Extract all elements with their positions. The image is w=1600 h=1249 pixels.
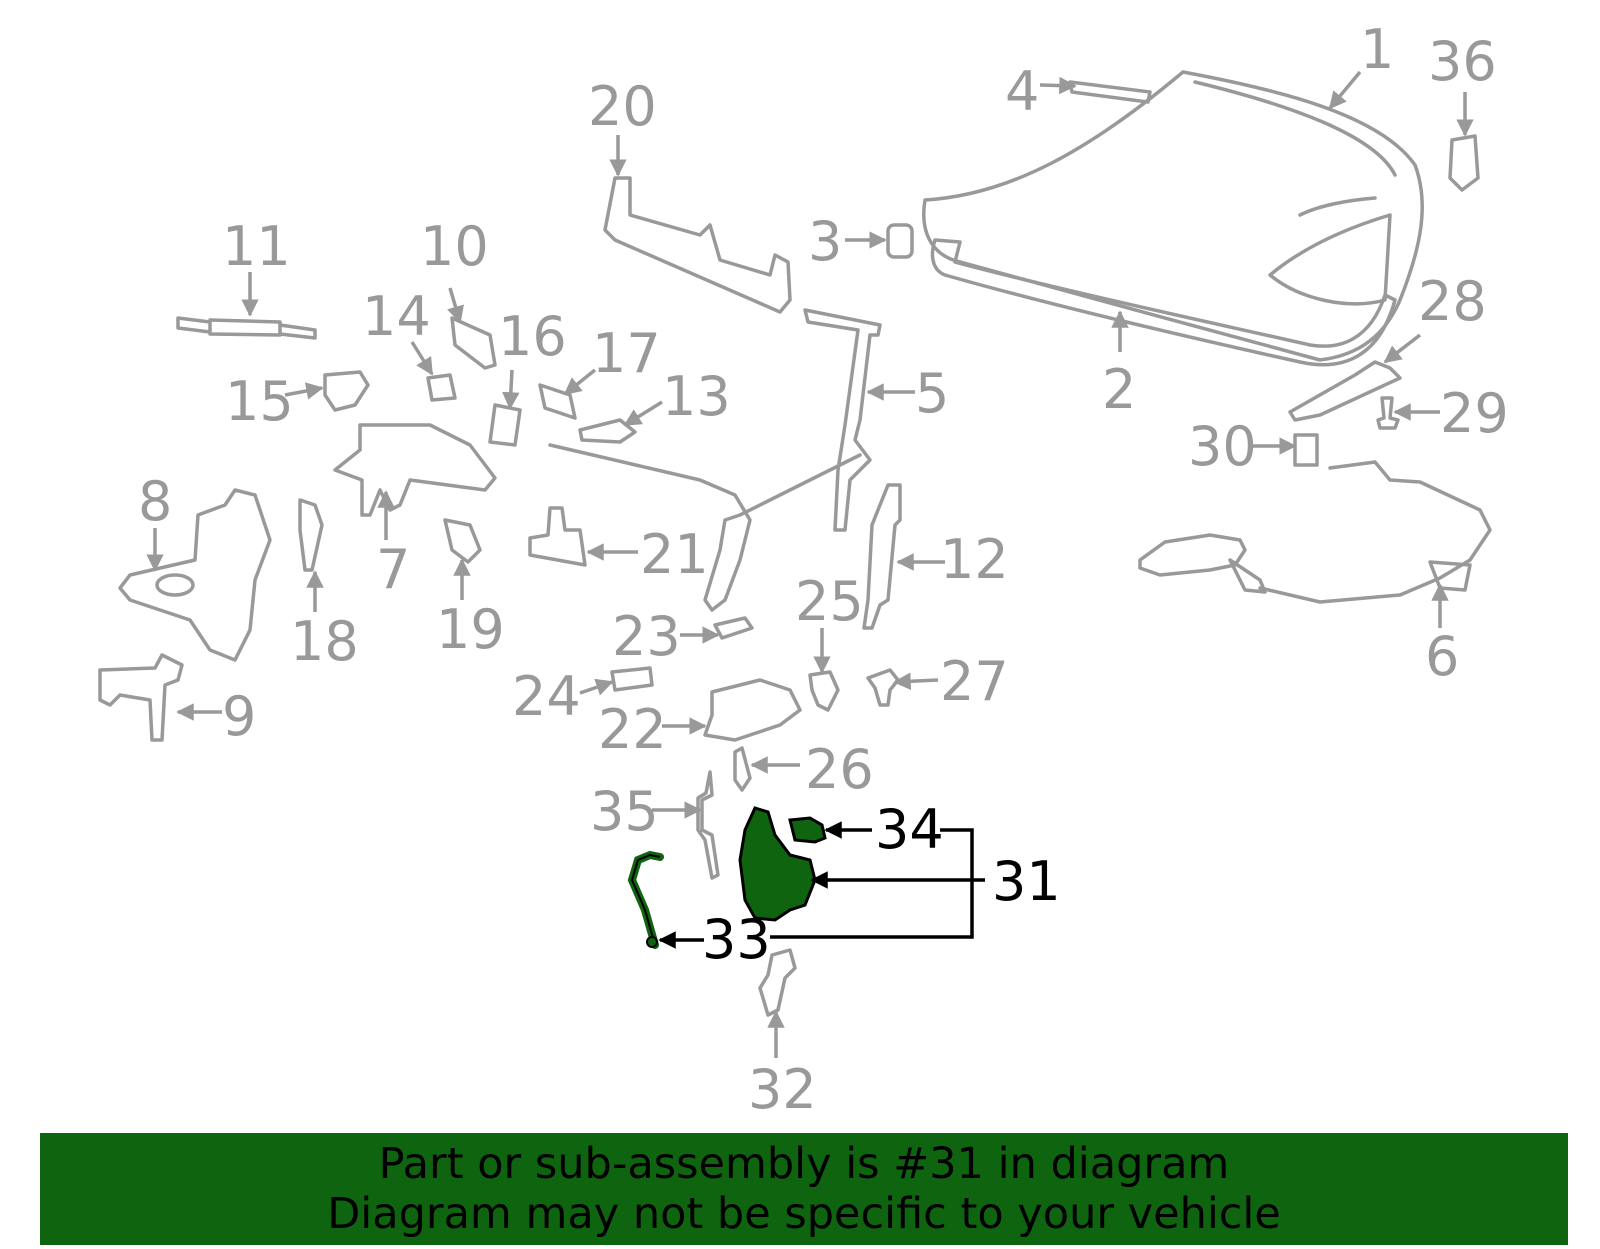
part-bracket-32[interactable] (758, 948, 797, 1017)
part-release-lever-6 (1138, 533, 1472, 594)
part-34[interactable] (788, 816, 827, 844)
part-screw-29[interactable] (1376, 396, 1400, 430)
part-strip-4[interactable] (1068, 80, 1152, 104)
part-trunk-lid[interactable] (922, 70, 1424, 362)
banner-line-1: Part or sub-assembly is #31 in diagram (378, 1139, 1230, 1189)
callout-27[interactable]: 27 (940, 650, 1009, 713)
callout-11[interactable]: 11 (222, 215, 291, 278)
callout-31[interactable]: 31 (992, 850, 1061, 913)
callout-24[interactable]: 24 (512, 665, 581, 728)
part-latch-8-hole (155, 573, 195, 597)
banner-line-2: Diagram may not be specific to your vehi… (327, 1189, 1281, 1239)
callout-29[interactable]: 29 (1440, 382, 1509, 445)
part-27[interactable] (866, 668, 900, 707)
callout-17[interactable]: 17 (592, 322, 661, 385)
callout-14[interactable]: 14 (362, 285, 431, 348)
callout-6[interactable]: 6 (1425, 625, 1459, 688)
part-bracket-36[interactable] (1448, 134, 1480, 192)
callout-9[interactable]: 9 (222, 685, 256, 748)
callout-25[interactable]: 25 (795, 570, 864, 633)
part-bumper-3[interactable] (886, 223, 914, 259)
callout-16[interactable]: 16 (498, 305, 567, 368)
callout-15[interactable]: 15 (225, 370, 294, 433)
part-24[interactable] (610, 666, 654, 692)
part-hose-33-end (646, 936, 658, 948)
callout-23[interactable]: 23 (612, 605, 681, 668)
part-hinge-arm (548, 443, 862, 612)
callout-8[interactable]: 8 (138, 470, 172, 533)
part-22[interactable] (703, 678, 802, 742)
callout-13[interactable]: 13 (662, 365, 731, 428)
callout-12[interactable]: 12 (940, 528, 1009, 591)
callout-7[interactable]: 7 (376, 538, 410, 601)
part-rail-20[interactable] (603, 176, 792, 314)
part-handle-28[interactable] (1288, 360, 1402, 422)
callout-26[interactable]: 26 (805, 738, 874, 801)
part-actuator-31[interactable] (738, 806, 817, 922)
part-latch-cover-7[interactable] (333, 423, 497, 517)
info-banner: Part or sub-assembly is #31 in diagram D… (40, 1133, 1568, 1245)
callout-3[interactable]: 3 (808, 210, 842, 273)
part-15[interactable] (323, 370, 370, 412)
callout-18[interactable]: 18 (290, 610, 359, 673)
part-hose-33-outline (630, 853, 661, 946)
callout-22[interactable]: 22 (598, 698, 667, 761)
part-13[interactable] (578, 418, 637, 444)
part-latch-8[interactable] (118, 488, 272, 662)
part-21[interactable] (528, 506, 587, 567)
part-trunk-lid-inner (1193, 80, 1397, 306)
part-weatherstrip[interactable] (930, 238, 1397, 367)
callout-4[interactable]: 4 (1005, 60, 1039, 123)
part-hinge-5[interactable] (803, 308, 882, 532)
part-strut-12[interactable] (862, 483, 902, 630)
part-23[interactable] (713, 616, 754, 640)
callout-20[interactable]: 20 (588, 75, 657, 138)
callout-10[interactable]: 10 (420, 215, 489, 278)
callout-5[interactable]: 5 (915, 362, 949, 425)
part-10[interactable] (450, 316, 497, 370)
part-release-cable-6[interactable] (1258, 460, 1492, 604)
callout-34[interactable]: 34 (875, 798, 944, 861)
callout-2[interactable]: 2 (1102, 358, 1136, 421)
callout-1[interactable]: 1 (1360, 18, 1394, 81)
part-bumper-30[interactable] (1293, 433, 1319, 467)
part-17[interactable] (538, 383, 577, 420)
callout-32[interactable]: 32 (748, 1058, 817, 1121)
part-strut-11[interactable] (176, 316, 317, 340)
callout-28[interactable]: 28 (1418, 270, 1487, 333)
part-19[interactable] (443, 518, 482, 564)
part-bracket-9[interactable] (98, 653, 184, 742)
callout-36[interactable]: 36 (1428, 30, 1497, 93)
callout-30[interactable]: 30 (1188, 415, 1257, 478)
part-16[interactable] (488, 403, 522, 447)
part-25[interactable] (808, 670, 840, 712)
callout-33[interactable]: 33 (702, 908, 771, 971)
part-rod-35[interactable] (696, 770, 720, 880)
part-18[interactable] (298, 498, 324, 572)
callout-19[interactable]: 19 (436, 598, 505, 661)
part-26[interactable] (733, 746, 752, 792)
callout-35[interactable]: 35 (590, 780, 659, 843)
callout-21[interactable]: 21 (640, 523, 709, 586)
part-14[interactable] (426, 373, 457, 402)
